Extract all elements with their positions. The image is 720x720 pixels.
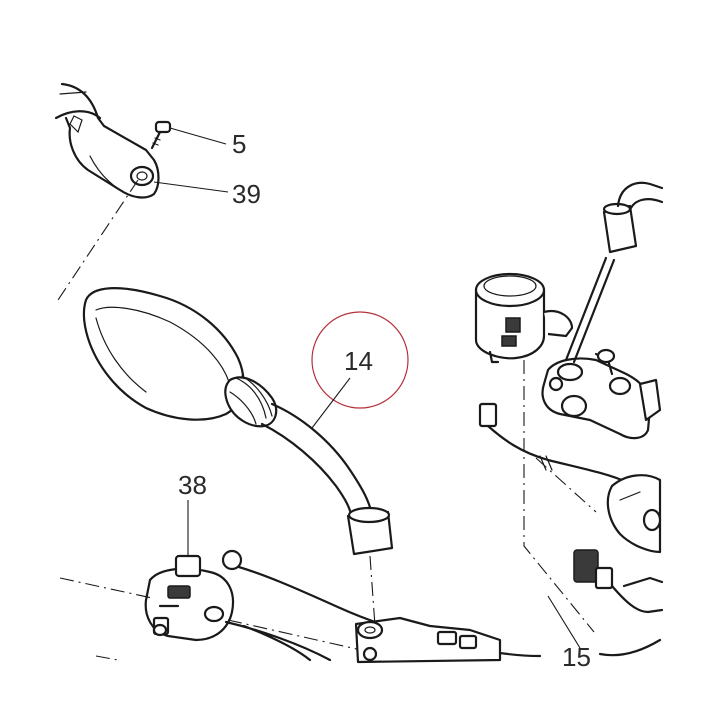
callout-14: 14	[344, 346, 373, 376]
leader-39	[153, 181, 229, 193]
axis-line-cable	[535, 457, 597, 513]
bracket-part-39	[54, 82, 160, 199]
screw-part-5	[150, 120, 172, 150]
leader-5	[169, 127, 227, 145]
highlight-circle	[311, 311, 409, 409]
axis-line-switch	[59, 577, 153, 599]
callout-39: 39	[232, 179, 261, 209]
callout-5: 5	[232, 129, 246, 159]
master-cylinder-part-15	[474, 181, 664, 614]
callout-15: 15	[562, 642, 591, 672]
leader-14	[311, 377, 351, 429]
callout-38: 38	[178, 470, 207, 500]
axis-line-bar	[227, 619, 371, 653]
leader-15	[547, 595, 581, 649]
axis-line-bracket	[57, 179, 139, 301]
mirror-clamp	[354, 616, 502, 664]
switch-part-38	[144, 554, 235, 642]
axis-line-cylinder	[523, 360, 595, 633]
mirror-part-14	[82, 287, 394, 556]
